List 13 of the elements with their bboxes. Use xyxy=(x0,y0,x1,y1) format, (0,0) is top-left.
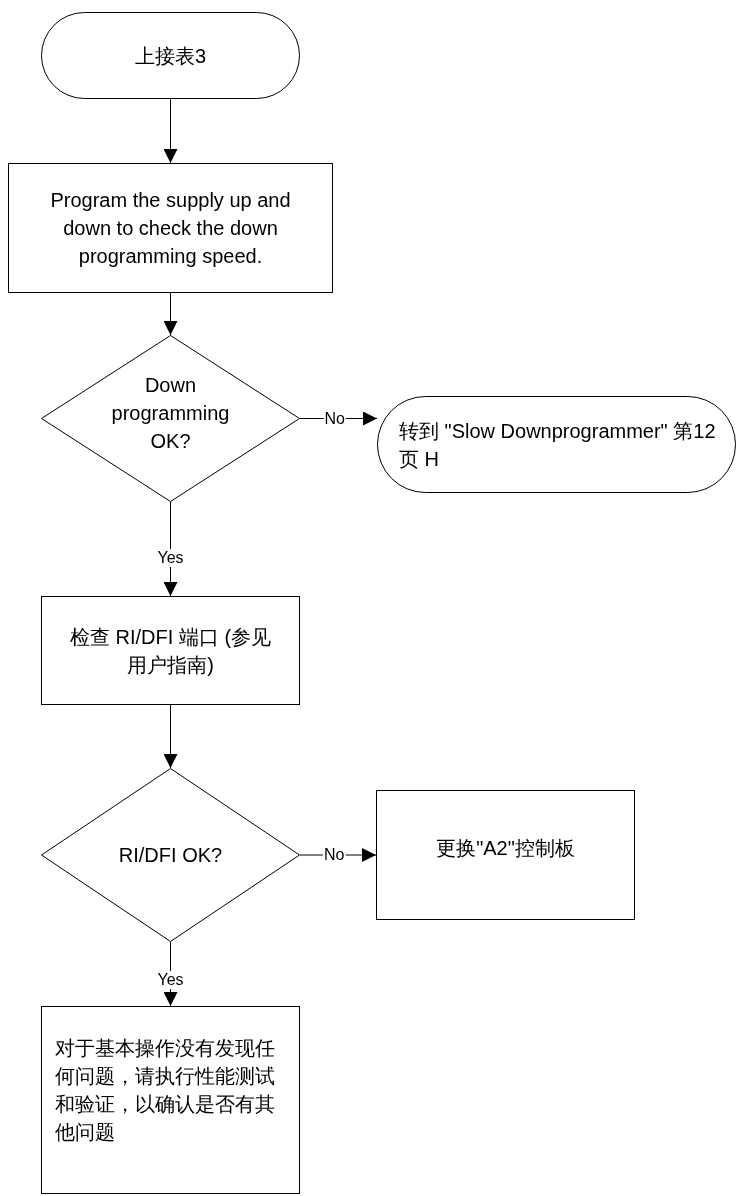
terminal-shape: 上接表3 xyxy=(41,12,300,99)
edge-label: Yes xyxy=(156,549,185,568)
process-box: 对于基本操作没有发现任何问题，请执行性能测试和验证，以确认是否有其他问题 xyxy=(41,1006,300,1194)
process-box: Program the supply up and down to check the down programming speed. xyxy=(8,163,333,293)
decision-diamond: RI/DFI OK? xyxy=(41,768,300,942)
decision-diamond: Down programming OK? xyxy=(41,335,300,502)
arrow xyxy=(163,292,178,336)
edge-label: Yes xyxy=(156,971,185,990)
arrow xyxy=(163,704,178,769)
process-box: 检查 RI/DFI 端口 (参见用户指南) xyxy=(41,596,300,705)
process-box: 更换"A2"控制板 xyxy=(376,790,635,920)
terminal-shape: 转到 "Slow Downprogrammer" 第12页 H xyxy=(377,396,736,493)
arrow xyxy=(163,98,178,164)
